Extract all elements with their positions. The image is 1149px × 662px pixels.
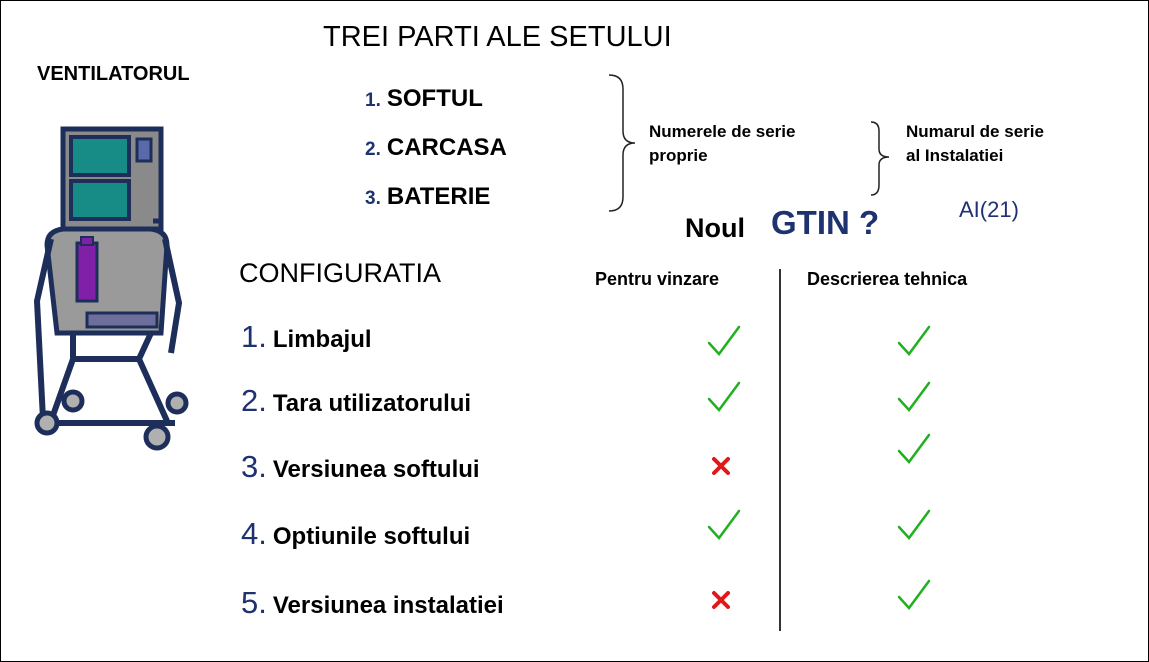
slide-title: TREI PARTI ALE SETULUI [323, 21, 672, 53]
checkmark-icon [707, 381, 741, 412]
brace-serial [870, 121, 890, 196]
ventilator-label: VENTILATORUL [37, 63, 190, 85]
part-number: 1. [365, 90, 381, 111]
config-row: 3.Versiunea softului [241, 449, 480, 485]
row-label: Optiunile softului [272, 523, 471, 550]
checkmark-icon [707, 325, 741, 356]
brace-parts [608, 74, 636, 212]
row-label: Versiunea instalatiei [272, 592, 504, 619]
serial-own-line2: proprie [649, 146, 708, 165]
part-item: 1.SOFTUL [365, 85, 483, 113]
cross-icon [712, 591, 730, 609]
serial-install-line1: Numarul de serie [906, 122, 1044, 141]
ai-code: AI(21) [959, 197, 1019, 222]
row-label: Tara utilizatorului [272, 390, 472, 417]
part-label: BATERIE [386, 183, 491, 210]
row-number: 4. [241, 516, 267, 551]
serial-install-line2: al Instalatiei [906, 146, 1004, 165]
checkmark-icon [897, 325, 931, 356]
configuratia-heading: CONFIGURATIA [239, 258, 441, 288]
row-number: 3. [241, 449, 267, 484]
config-row: 1.Limbajul [241, 319, 372, 355]
part-item: 2.CARCASA [365, 134, 507, 162]
row-label: Limbajul [272, 326, 372, 353]
part-number: 3. [365, 188, 381, 209]
row-number: 1. [241, 319, 267, 354]
part-number: 2. [365, 139, 381, 160]
part-item: 3.BATERIE [365, 183, 490, 211]
column-header-sale: Pentru vinzare [595, 269, 720, 289]
row-label: Versiunea softului [272, 456, 480, 483]
checkmark-icon [707, 509, 741, 540]
cross-icon [712, 457, 730, 475]
checkmark-icon [897, 433, 931, 464]
config-row: 2.Tara utilizatorului [241, 383, 471, 419]
gtin-label: GTIN ? [771, 204, 880, 241]
config-row: 5.Versiunea instalatiei [241, 585, 504, 621]
part-label: SOFTUL [386, 85, 483, 112]
checkmark-icon [897, 381, 931, 412]
checkmark-icon [897, 579, 931, 610]
part-label: CARCASA [386, 134, 507, 161]
config-row: 4.Optiunile softului [241, 516, 470, 552]
checkmark-icon [897, 509, 931, 540]
column-header-tech: Descrierea tehnica [807, 269, 968, 289]
row-number: 5. [241, 585, 267, 620]
column-divider [779, 269, 781, 631]
serial-own-line1: Numerele de serie [649, 122, 796, 141]
noul-label: Noul [685, 213, 745, 243]
ventilator-illustration [33, 126, 189, 451]
row-number: 2. [241, 383, 267, 418]
